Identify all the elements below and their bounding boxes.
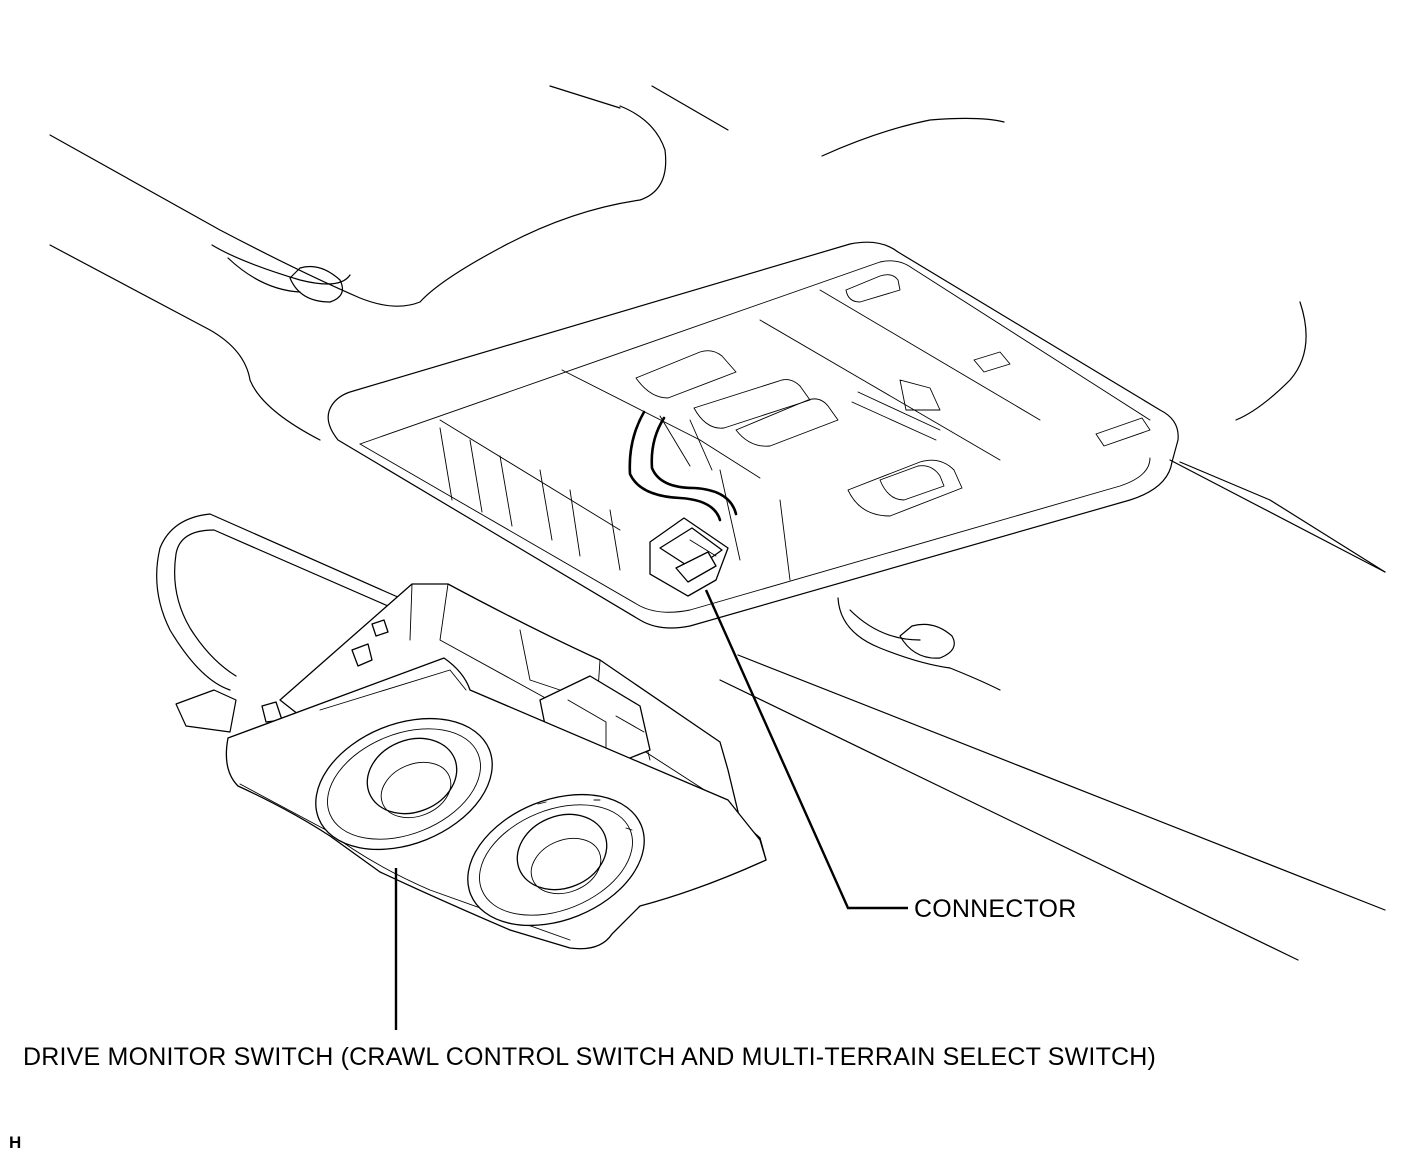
- roof-headliner: [49, 85, 1386, 961]
- connector: [649, 517, 729, 597]
- connector-leader-line: [704, 589, 908, 910]
- wire-harness: [628, 410, 738, 522]
- overhead-console-housing: [327, 241, 1179, 629]
- drive-monitor-switch: [225, 583, 767, 950]
- figure-code: H: [9, 1133, 22, 1152]
- drive-monitor-switch-label: DRIVE MONITOR SWITCH (CRAWL CONTROL SWIT…: [23, 1043, 1157, 1071]
- connector-label: CONNECTOR: [914, 895, 1077, 923]
